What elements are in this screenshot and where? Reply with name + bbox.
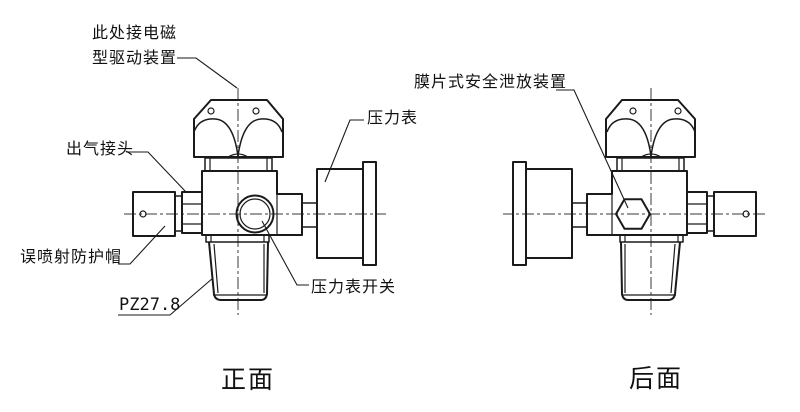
- label-protective-cap: 误喷射防护帽: [20, 249, 123, 266]
- leader-outlet: [126, 151, 187, 193]
- label-relief-device: 膜片式安全泄放装置: [414, 74, 568, 91]
- label-drive-device-line2: 型驱动装置: [92, 50, 178, 67]
- leader-relief-device: [556, 89, 629, 209]
- leader-thread-spec: [118, 277, 214, 316]
- leader-protective-cap: [118, 225, 166, 265]
- leader-lines: [118, 57, 629, 316]
- caption-back-view: 后面: [629, 365, 684, 393]
- leader-gauge-switch: [261, 220, 309, 286]
- gauge-switch-knob: [235, 194, 275, 234]
- leader-pressure-gauge: [324, 119, 364, 183]
- label-outlet-connector: 出气接头: [66, 141, 135, 158]
- label-drive-device: 此处接电磁 型驱动装置: [92, 21, 177, 71]
- label-thread-spec: PZ27.8: [119, 295, 181, 315]
- caption-front-view: 正面: [221, 366, 276, 394]
- leader-drive-device: [177, 57, 238, 89]
- label-pressure-gauge: 压力表: [367, 110, 419, 127]
- label-gauge-switch: 压力表开关: [311, 279, 397, 296]
- label-drive-device-line1: 此处接电磁: [92, 25, 178, 42]
- back-view-drawing: [502, 87, 766, 316]
